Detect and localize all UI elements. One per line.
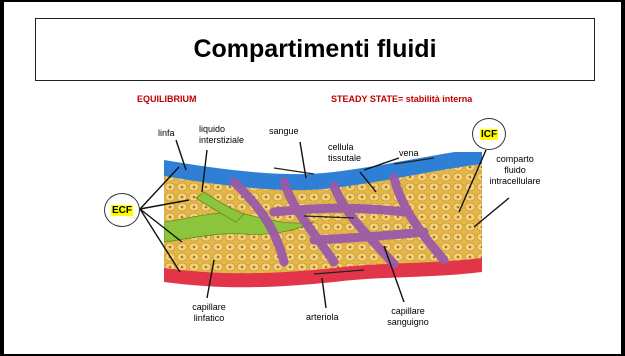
label-capillare-linfatico: capillare linfatico: [179, 302, 239, 324]
label-arteriola: arteriola: [306, 312, 339, 323]
icf-circle: ICF: [472, 118, 506, 150]
label-capillare-sanguigno: capillare sanguigno: [378, 306, 438, 328]
icf-label: ICF: [480, 129, 498, 140]
label-linfa: linfa: [158, 128, 175, 139]
label-vena: vena: [399, 148, 419, 159]
label-liquido-interstiziale: liquido interstiziale: [199, 124, 244, 146]
slide: Compartimenti fluidi EQUILIBRIUM STEADY …: [4, 2, 621, 354]
label-cellula-tissutale: cellula tissutale: [328, 142, 361, 164]
ecf-circle: ECF: [104, 193, 140, 227]
label-comparto-fluido: comparto fluido intracellulare: [484, 154, 546, 187]
label-sangue: sangue: [269, 126, 299, 137]
ecf-label: ECF: [111, 205, 133, 216]
